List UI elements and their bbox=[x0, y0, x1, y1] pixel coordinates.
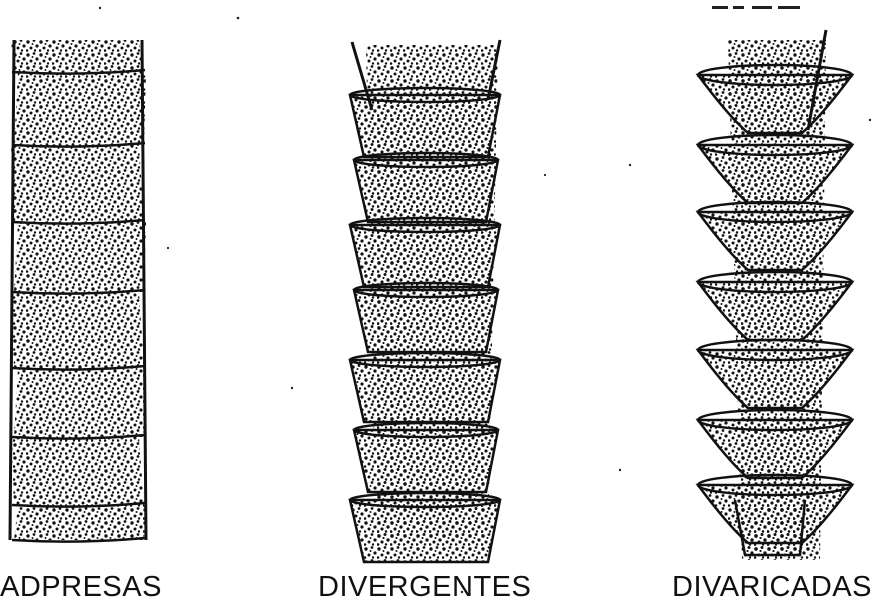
sheath-segment bbox=[14, 72, 146, 145]
sheath-segment bbox=[11, 145, 144, 222]
sheath bbox=[354, 160, 498, 222]
sheath bbox=[354, 290, 498, 352]
sheath-segment bbox=[14, 222, 146, 292]
stem-adpresas bbox=[10, 40, 146, 542]
sheath-segment bbox=[11, 292, 144, 368]
label-divaricadas: DIVARICADAS bbox=[672, 571, 872, 604]
sheath bbox=[350, 95, 500, 157]
stem-base bbox=[735, 500, 805, 555]
sheath bbox=[350, 360, 500, 422]
funnel-sheath bbox=[698, 420, 852, 478]
stem-edge-right bbox=[142, 40, 146, 540]
sheath bbox=[350, 225, 500, 287]
sheath-segment bbox=[11, 437, 144, 505]
funnel-sheath bbox=[698, 145, 852, 203]
sheath bbox=[354, 430, 498, 492]
sheath bbox=[350, 500, 500, 562]
sheath-segment bbox=[14, 505, 146, 540]
stem-divaricadas bbox=[698, 30, 852, 560]
label-divergentes: DIVERGENTES bbox=[318, 571, 531, 604]
stem-divergentes bbox=[350, 40, 500, 562]
sheath-segment bbox=[11, 40, 144, 72]
funnel-sheath bbox=[698, 350, 852, 408]
label-adpresas: ADPRESAS bbox=[0, 571, 162, 604]
funnel-sheath bbox=[698, 282, 852, 340]
funnel-sheath bbox=[698, 75, 852, 133]
funnel-sheath bbox=[698, 212, 852, 270]
sheath-segment bbox=[14, 368, 146, 437]
